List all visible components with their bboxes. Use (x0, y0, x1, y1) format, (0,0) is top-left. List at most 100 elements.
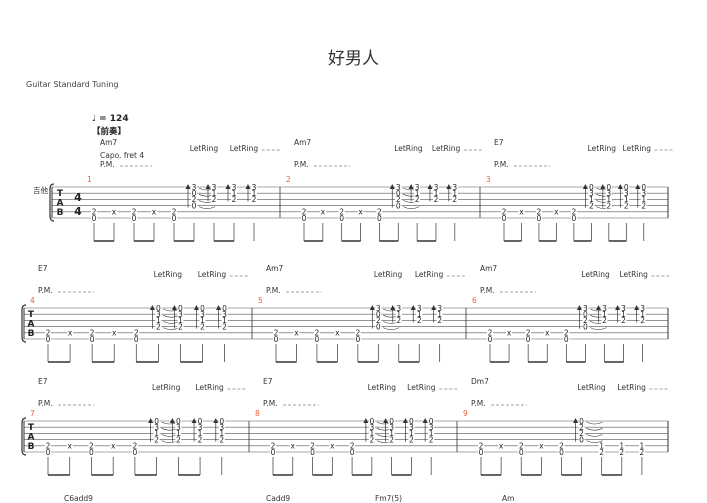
let-ring-label: LetRing (581, 270, 610, 279)
fret-number: 2 (46, 329, 51, 338)
fret-number: 3 (624, 189, 629, 198)
fret-number: 1 (415, 189, 420, 198)
fret-number: 0 (502, 214, 507, 223)
strum-arrow-icon (431, 305, 437, 310)
fret-number: 2 (134, 329, 139, 338)
tab-clef-letter: B (28, 329, 35, 339)
fret-number-bg (155, 323, 162, 331)
fret-number: 2 (178, 322, 183, 331)
measure-number: 7 (30, 409, 35, 418)
fret-number: 1 (640, 442, 645, 451)
strum-arrow-icon (390, 305, 396, 310)
fret-number-bg (131, 448, 138, 456)
fret-number: 2 (355, 329, 360, 338)
let-ring-tie (586, 427, 603, 431)
fret-number: x (499, 442, 504, 451)
fret-number: 2 (252, 195, 257, 204)
fret-number: x (335, 329, 340, 338)
fret-number-bg (432, 196, 439, 204)
fret-number-bg (638, 442, 645, 450)
fret-number: 0 (219, 417, 224, 426)
let-ring-label: LetRing (407, 383, 436, 392)
fret-number-bg (231, 183, 237, 191)
strum-arrow-icon (383, 418, 389, 423)
fret-number-bg (111, 329, 118, 337)
fret-number: 3 (437, 304, 442, 313)
fret-number: 1 (641, 195, 646, 204)
strum-arrow-icon (617, 184, 623, 189)
measure-number: 1 (87, 175, 92, 184)
fret-number-bg (199, 311, 206, 318)
strum-arrow-icon (582, 184, 588, 189)
fret-number-bg (598, 442, 605, 450)
fret-number: 2 (579, 423, 584, 432)
fret-number: 1 (232, 189, 237, 198)
fret-number-bg (199, 317, 206, 325)
fret-number-bg (375, 311, 382, 318)
tab-clef-letter: B (28, 442, 35, 452)
chord-name: Dm7 (471, 377, 489, 386)
strum-arrow-icon (193, 305, 199, 310)
fret-number-bg (601, 317, 608, 325)
fret-number: 2 (519, 442, 524, 451)
fret-number: 0 (302, 214, 307, 223)
strum-arrow-icon (595, 305, 601, 310)
fret-number-bg (395, 202, 402, 210)
fret-number: 2 (409, 435, 414, 444)
fret-number: x (112, 208, 117, 217)
fret-number: 0 (583, 310, 588, 319)
fret-number-bg (375, 323, 382, 331)
measure-number: 6 (472, 296, 477, 305)
fret-number: 0 (559, 448, 564, 457)
fret-number: 2 (92, 208, 97, 217)
fret-number-bg (558, 448, 565, 456)
fret-number-bg (506, 329, 513, 337)
fret-number-bg (623, 202, 630, 210)
fret-number-bg (525, 335, 532, 343)
fret-number: 0 (583, 322, 588, 331)
capo-label: Capo. fret 4 (100, 151, 145, 160)
fret-number-bg (289, 442, 296, 450)
fret-number: 2 (502, 208, 507, 217)
chord-name: E7 (38, 377, 48, 386)
fret-number: 0 (479, 448, 484, 457)
fret-number-bg (45, 335, 51, 343)
fret-number: 2 (589, 201, 594, 210)
fret-number-bg (354, 335, 361, 343)
fret-number: 3 (212, 183, 217, 192)
fret-number: 2 (641, 201, 646, 210)
fret-number-bg (91, 214, 97, 222)
fret-number: 0 (178, 304, 183, 313)
fret-number-bg (110, 442, 117, 450)
let-ring-tie (586, 440, 603, 443)
tab-clef-letter: T (28, 310, 35, 320)
fret-number: 2 (350, 442, 355, 451)
section-label: 【前奏】 (92, 127, 127, 137)
strum-arrow-icon (389, 184, 395, 189)
fret-number-bg (436, 311, 443, 318)
fret-number-bg (45, 448, 51, 456)
let-ring-label: LetRing (431, 144, 461, 153)
fret-number-bg (388, 436, 395, 444)
fret-number-bg (89, 329, 96, 337)
fret-number: 3 (252, 183, 257, 192)
fret-number-bg (582, 323, 589, 331)
chord-name: E7 (38, 264, 48, 273)
fret-number-bg (558, 442, 565, 450)
let-ring-label: LetRing (414, 270, 444, 279)
chord-name: Am7 (100, 138, 118, 147)
let-ring-label: LetRing (622, 144, 651, 153)
fret-number-bg (428, 417, 435, 425)
fret-number-bg (605, 196, 612, 204)
fret-number: 0 (624, 183, 629, 192)
fret-number-bg (582, 311, 589, 318)
tab-clef-letter: A (28, 320, 35, 330)
fret-number: 2 (176, 435, 181, 444)
fret-number: 1 (396, 310, 401, 319)
fret-number: 0 (396, 189, 401, 198)
palm-mute-label: P.M. (263, 399, 278, 408)
let-ring-label: LetRing (229, 144, 259, 153)
strum-arrow-icon (615, 305, 621, 310)
fret-number-bg (368, 436, 375, 444)
